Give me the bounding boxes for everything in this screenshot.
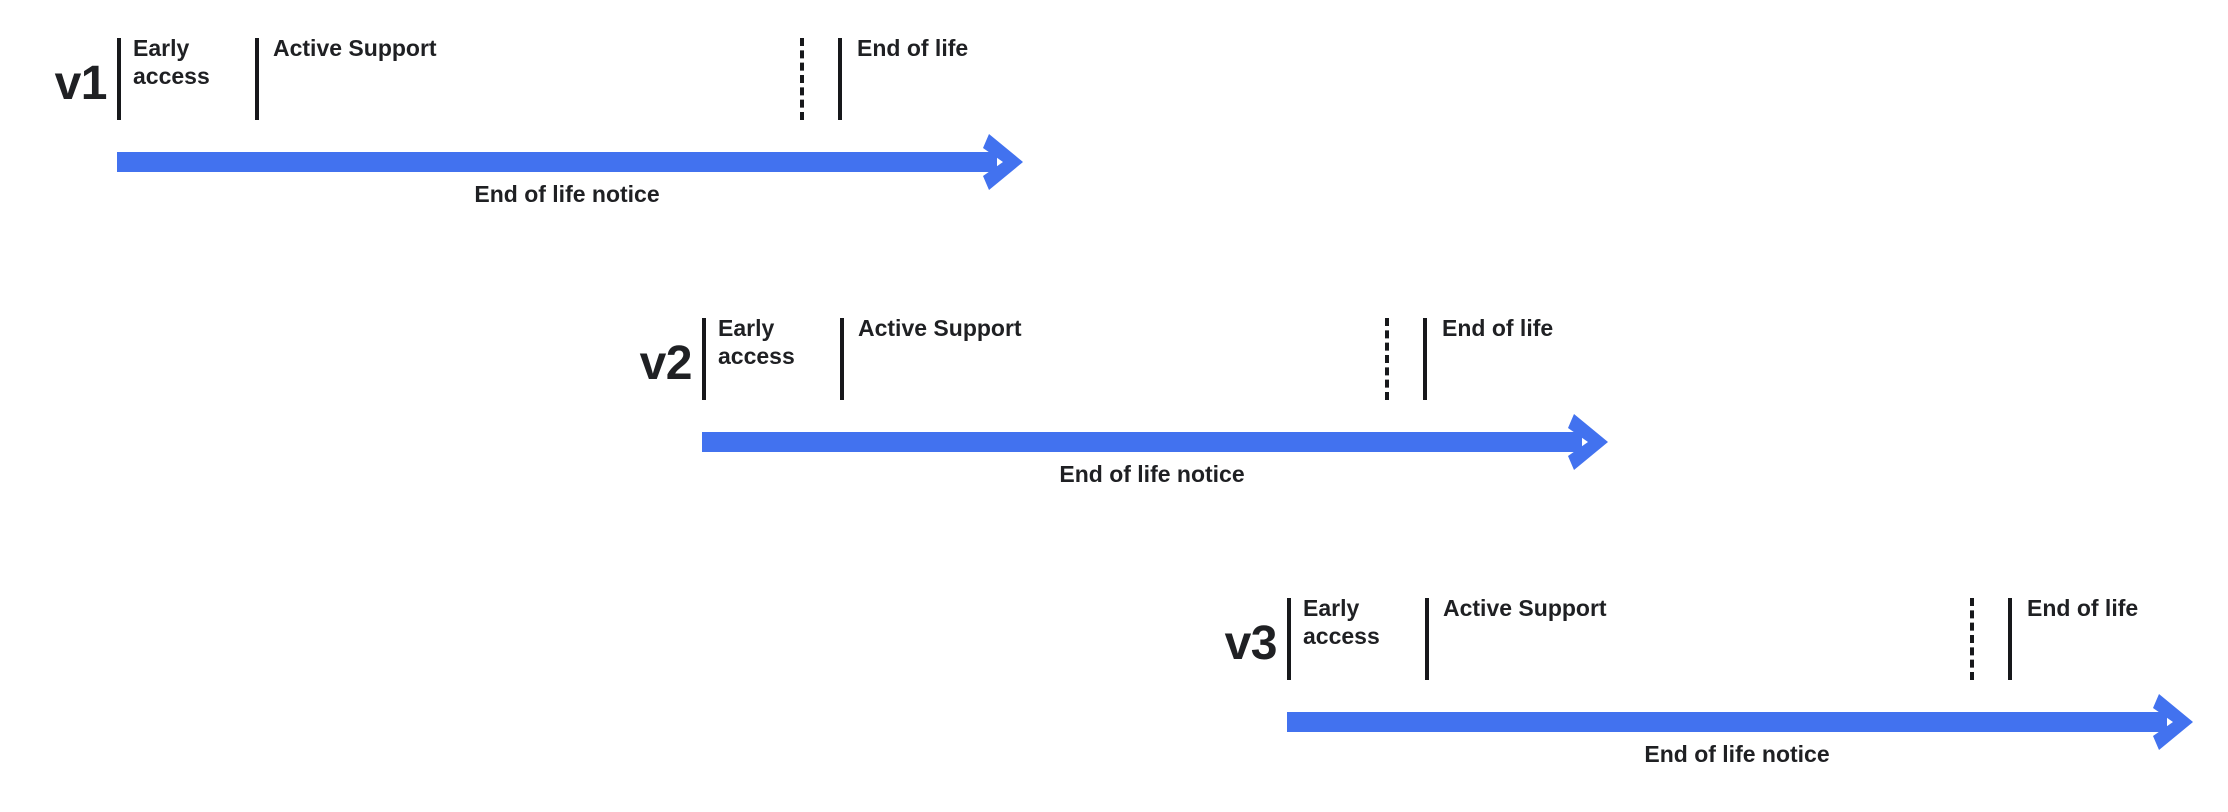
phase-divider-end-of-life-v1 bbox=[838, 38, 842, 120]
timeline-v1: v1 Early access Active Support End of li… bbox=[55, 20, 1117, 260]
timeline-v3: v3 Early access Active Support End of li… bbox=[1225, 580, 2228, 812]
end-of-life-notice-label-v1: End of life notice bbox=[474, 181, 660, 207]
end-of-life-notice-marker-v1 bbox=[800, 38, 804, 120]
end-of-life-notice-label-v3: End of life notice bbox=[1644, 741, 1830, 767]
arrow-head-icon-v1 bbox=[983, 131, 1029, 193]
phase-label-early-access-v2: Early access bbox=[718, 315, 795, 370]
lifecycle-bar-v3 bbox=[1287, 712, 2167, 732]
timeline-v2: v2 Early access Active Support End of li… bbox=[640, 300, 1702, 540]
version-label-v3: v3 bbox=[1224, 617, 1278, 670]
phase-label-active-support-v1: Active Support bbox=[273, 35, 437, 61]
version-label-v1: v1 bbox=[54, 57, 108, 110]
phase-divider-end-of-life-v2 bbox=[1423, 318, 1427, 400]
phase-label-end-of-life-v3: End of life bbox=[2027, 595, 2139, 621]
phase-divider-end-of-life-v3 bbox=[2008, 598, 2012, 680]
phase-divider-active-support-v3 bbox=[1425, 598, 1429, 680]
phase-label-early-access-v3: Early access bbox=[1303, 595, 1380, 650]
phase-divider-start-v2 bbox=[702, 318, 706, 400]
end-of-life-notice-marker-v3 bbox=[1970, 598, 1974, 680]
end-of-life-notice-marker-v2 bbox=[1385, 318, 1389, 400]
phase-divider-start-v1 bbox=[117, 38, 121, 120]
phase-label-active-support-v2: Active Support bbox=[858, 315, 1022, 341]
phase-label-early-access-v1: Early access bbox=[133, 35, 210, 90]
version-label-v2: v2 bbox=[639, 337, 693, 390]
arrow-head-icon-v3 bbox=[2153, 691, 2199, 753]
end-of-life-notice-label-v2: End of life notice bbox=[1059, 461, 1245, 487]
phase-label-end-of-life-v2: End of life bbox=[1442, 315, 1554, 341]
phase-divider-active-support-v1 bbox=[255, 38, 259, 120]
phase-divider-start-v3 bbox=[1287, 598, 1291, 680]
lifecycle-bar-v2 bbox=[702, 432, 1582, 452]
phase-divider-active-support-v2 bbox=[840, 318, 844, 400]
phase-label-active-support-v3: Active Support bbox=[1443, 595, 1607, 621]
phase-label-end-of-life-v1: End of life bbox=[857, 35, 969, 61]
lifecycle-bar-v1 bbox=[117, 152, 997, 172]
arrow-head-icon-v2 bbox=[1568, 411, 1614, 473]
